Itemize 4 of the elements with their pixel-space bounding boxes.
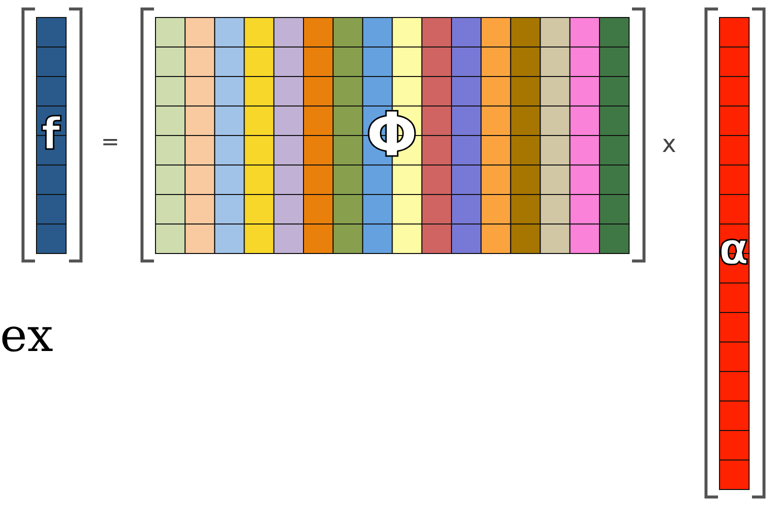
formula-text: ex — [0, 312, 54, 358]
matrix-symbol: Φ — [365, 104, 418, 166]
equals-sign: = — [101, 132, 120, 154]
multiplication-sign: x — [662, 132, 676, 156]
